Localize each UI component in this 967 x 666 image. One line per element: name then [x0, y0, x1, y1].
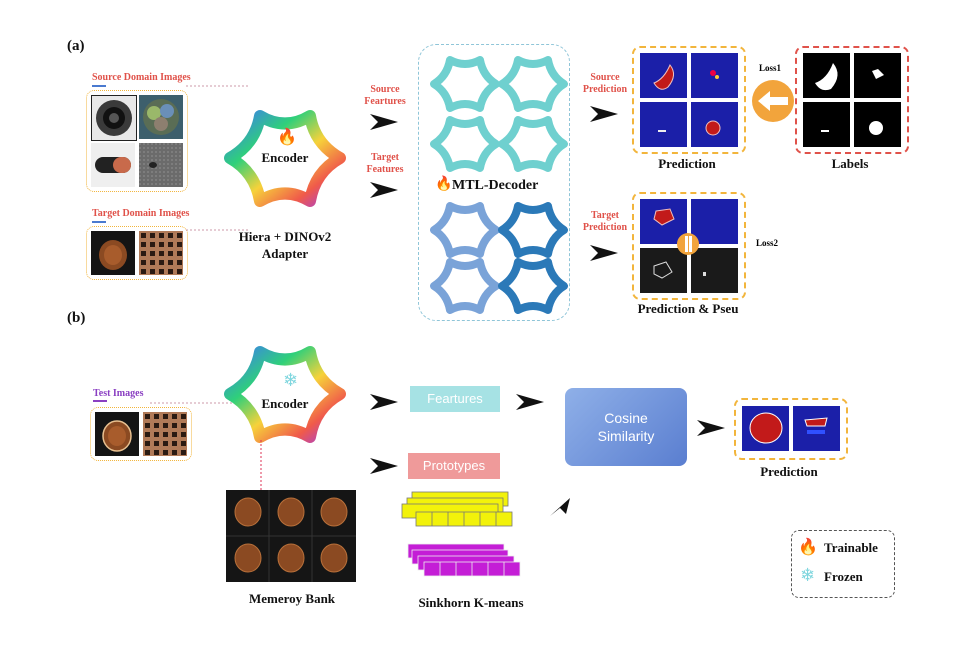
test-connector [150, 402, 238, 404]
arrow-features-b [370, 394, 398, 410]
pseudo-caption: Prediction & Pseu [637, 301, 739, 316]
arrow-target-features [370, 182, 398, 198]
target-images-box [86, 226, 188, 280]
arrow-kmeans-up [550, 498, 570, 516]
cosine-similarity-box: Cosine Similarity [565, 388, 687, 466]
connector-lines [186, 85, 250, 231]
prototypes-pill: Prototypes [408, 453, 500, 479]
source-images-box [86, 90, 188, 192]
arrow-to-cosine [516, 394, 544, 410]
loss2-label: Loss2 [756, 238, 779, 248]
source-domain-label: Source Domain Images [92, 72, 191, 83]
source-prediction-label: Source Prediction [582, 72, 628, 95]
arrow-prototypes-b [370, 458, 398, 474]
label-tile-1 [803, 53, 850, 98]
label-tile-3 [803, 102, 850, 147]
target-features-label: Target Features [366, 152, 404, 175]
capsule-image [91, 143, 135, 187]
labels-box [795, 46, 909, 154]
prediction-box-b [734, 398, 848, 460]
snowflake-icon: ❄ [283, 370, 299, 391]
arrow-target-prediction [590, 245, 618, 261]
arrow-to-prediction-b [697, 420, 725, 436]
legend-flame-icon: 🔥 [798, 539, 818, 556]
test-images-label: Test Images [93, 388, 144, 399]
pred-tile-2 [691, 53, 738, 98]
test-grid-image [143, 412, 187, 456]
legend-trainable: Trainable [824, 540, 878, 555]
section-b-label: (b) [67, 310, 86, 326]
carpet-image [139, 143, 183, 187]
prediction-caption-a: Prediction [658, 156, 716, 171]
features-pill: Feartures [410, 386, 500, 412]
pseu-tile-4 [691, 248, 738, 293]
test-hazelnut-image [95, 412, 139, 456]
label-tile-4 [854, 102, 901, 147]
encoder-star-b [224, 346, 346, 443]
loss2-icon [677, 233, 699, 255]
pred-b-tile-2 [793, 406, 840, 451]
target-prediction-box [632, 192, 746, 300]
arrow-source-prediction [590, 106, 618, 122]
source-prediction-box [632, 46, 746, 154]
prediction-caption-b: Prediction [760, 464, 818, 479]
source-underline [92, 85, 106, 87]
loss1-label: Loss1 [759, 63, 782, 73]
decoder-stars [430, 56, 568, 314]
cable-image [91, 95, 137, 141]
encoder-label-b: Encoder [261, 396, 309, 411]
pseu-tile-3 [640, 248, 687, 293]
section-a-label: (a) [67, 38, 85, 54]
loss1-arrow-icon [752, 80, 794, 122]
grid-image [139, 231, 183, 275]
pred-tile-4 [691, 102, 738, 147]
arrow-source-features [370, 114, 398, 130]
wire-image [139, 95, 183, 139]
target-underline [92, 221, 106, 223]
labels-caption: Labels [831, 156, 869, 171]
encoder-caption-a: Hiera + DINOv2 Adapter [238, 229, 332, 261]
kmeans-caption: Sinkhorn K-means [418, 595, 524, 610]
test-images-box [90, 407, 192, 461]
encoder-star-a [224, 110, 346, 207]
pred-tile-3 [640, 102, 687, 147]
memory-bank-caption: Memeroy Bank [248, 591, 336, 606]
mtl-decoder-box [418, 44, 570, 321]
kmeans-prototypes [401, 491, 521, 577]
pred-tile-1 [640, 53, 687, 98]
legend-frozen: Frozen [824, 569, 863, 584]
pred-b-tile-1 [742, 406, 789, 451]
hazelnut-image [91, 231, 135, 275]
pseu-tile-1 [640, 199, 687, 244]
source-features-label: Source Feartures [364, 84, 406, 107]
memory-bank-grid [226, 490, 356, 582]
target-domain-label: Target Domain Images [92, 208, 190, 219]
legend-snowflake-icon: ❄ [800, 565, 816, 586]
label-tile-2 [854, 53, 901, 98]
encoder-label-a: Encoder [261, 150, 309, 165]
target-prediction-label: Target Prediction [582, 210, 628, 233]
test-underline [93, 400, 107, 402]
pseu-tile-2 [691, 199, 738, 244]
legend-box: 🔥 Trainable ❄ Frozen [791, 530, 895, 598]
decoder-label: MTL-Decoder [452, 178, 539, 193]
flame-icon: 🔥 [277, 129, 297, 146]
decoder-flame-icon: 🔥 [435, 177, 453, 192]
memory-connector [260, 440, 262, 492]
